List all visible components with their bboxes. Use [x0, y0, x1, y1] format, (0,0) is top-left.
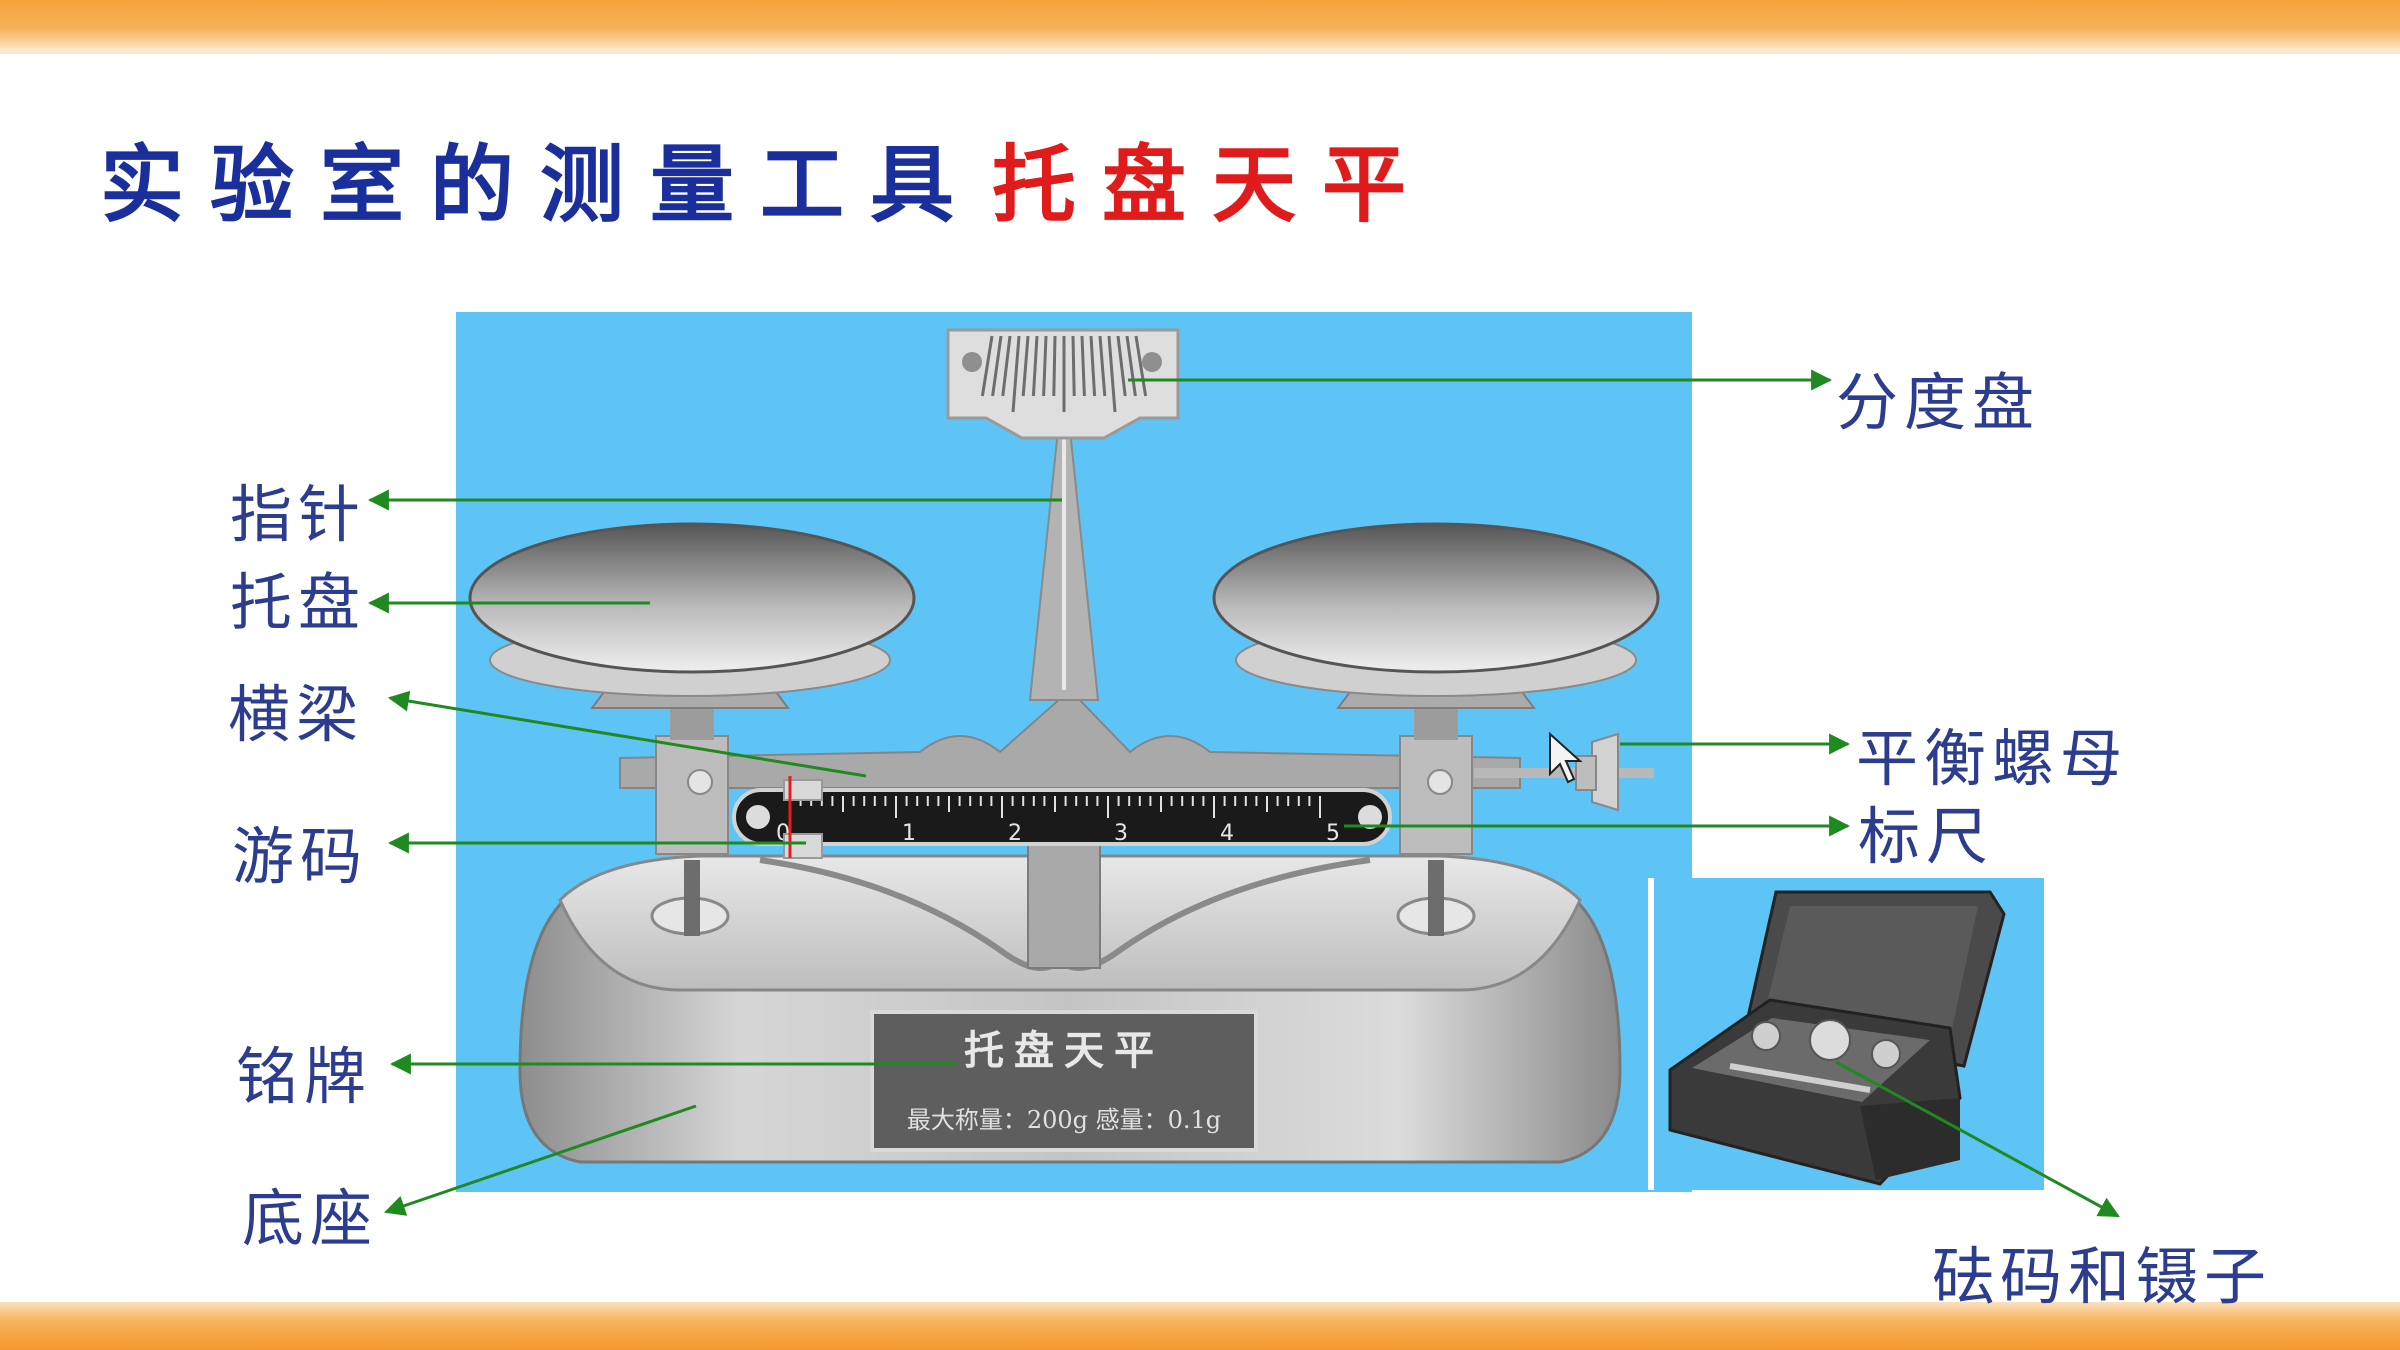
dial-tick [1011, 335, 1021, 413]
label-scale-dial: 分度盘 [1836, 366, 2041, 439]
ruler-tick-label: 2 [1008, 821, 1022, 846]
left-bracket [655, 700, 729, 855]
nameplate: 托盘天平 最大称量：200g 感量：0.1g [870, 1010, 1258, 1152]
label-ruler: 标尺 [1858, 800, 1995, 873]
nameplate-spec: 最大称量：200g 感量：0.1g [907, 1106, 1221, 1134]
dial-tick [1052, 335, 1057, 397]
dial-tick [1098, 335, 1107, 397]
right-bracket [1399, 700, 1473, 855]
dial-tick [1116, 335, 1127, 397]
scale-dial [946, 328, 1180, 440]
label-weights-tweezers: 砝码和镊子 [1932, 1240, 2273, 1313]
rider [783, 776, 823, 859]
dial-tick [1071, 335, 1076, 397]
dial-tick [980, 335, 994, 397]
page-title-accent: 托盘天平 [992, 135, 1433, 234]
ruler-tick-label: 4 [1220, 821, 1234, 846]
left-tray [468, 522, 916, 709]
ruler-tick-label: 3 [1114, 821, 1128, 846]
dial-tick [1042, 335, 1048, 397]
page-title: 实验室的测量工具 [100, 135, 981, 234]
dial-tick [991, 335, 1003, 397]
top-decor-line [0, 48, 2400, 54]
dial-tick [1001, 335, 1012, 397]
ruler: 012345 [732, 788, 1392, 846]
dial-tick [1125, 335, 1137, 397]
label-pointer: 指针 [230, 478, 367, 551]
beam [619, 429, 1521, 789]
dial-tick [1021, 335, 1030, 397]
cursor-icon [1549, 731, 1583, 784]
top-decor-band [0, 0, 2400, 48]
dial-tick [1031, 335, 1039, 397]
label-nameplate: 铭牌 [236, 1040, 373, 1113]
label-tray: 托盘 [230, 566, 367, 639]
nameplate-title: 托盘天平 [964, 1027, 1164, 1074]
dial-tick [1089, 335, 1097, 397]
label-base: 底座 [242, 1182, 379, 1255]
leader-base [384, 1104, 697, 1216]
ruler-tick-label: 5 [1326, 821, 1340, 846]
dial-tick [1107, 335, 1117, 413]
right-tray [1212, 522, 1660, 709]
label-rider: 游码 [232, 820, 369, 893]
label-beam: 横梁 [228, 678, 365, 751]
bottom-decor-band [0, 1302, 2400, 1350]
weights-box [1668, 890, 2006, 1186]
dial-tick [1080, 335, 1086, 397]
leader-weights [1835, 1060, 2120, 1218]
ruler-tick-label: 1 [902, 821, 916, 846]
label-balance-nut: 平衡螺母 [1856, 722, 2129, 795]
dial-tick [1134, 335, 1148, 397]
leader-beam [387, 690, 867, 778]
